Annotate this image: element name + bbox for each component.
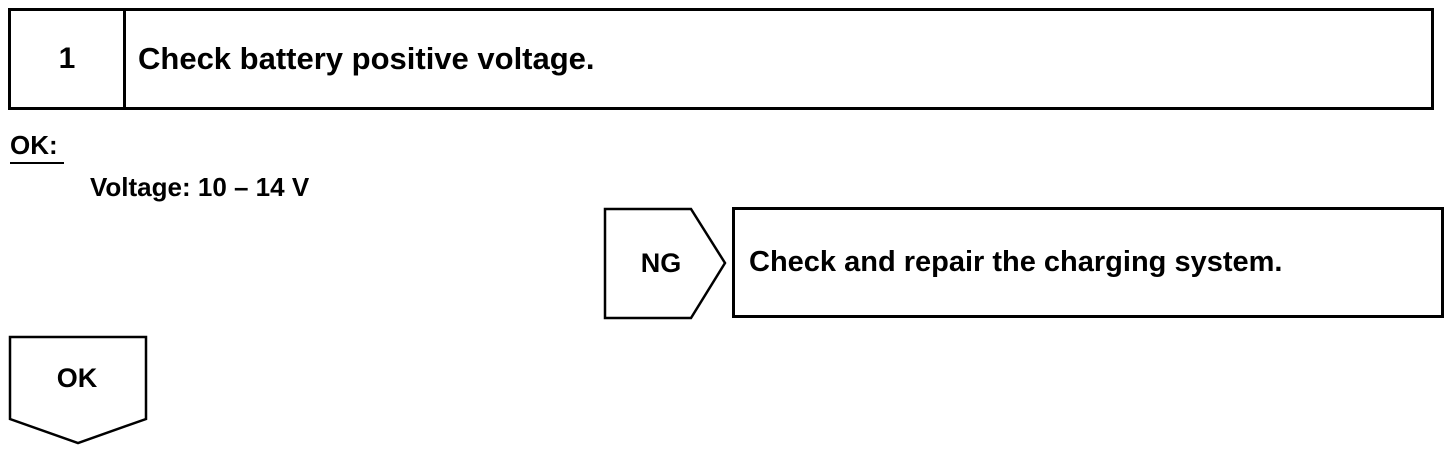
- ok-arrow-label: OK: [56, 363, 98, 393]
- ng-arrow-shape: [603, 207, 727, 320]
- ok-spec-underline: [10, 162, 64, 164]
- step-number: 1: [11, 11, 126, 107]
- ng-label: NG: [640, 248, 682, 278]
- voltage-spec: Voltage: 10 – 14 V: [90, 172, 310, 202]
- ok-arrow-shape: [8, 335, 148, 445]
- step-title: Check battery positive voltage.: [138, 41, 595, 76]
- ok-spec-label: OK:: [10, 130, 58, 160]
- step-box: 1 Check battery positive voltage.: [8, 8, 1434, 110]
- ng-action-box: Check and repair the charging system.: [732, 207, 1444, 318]
